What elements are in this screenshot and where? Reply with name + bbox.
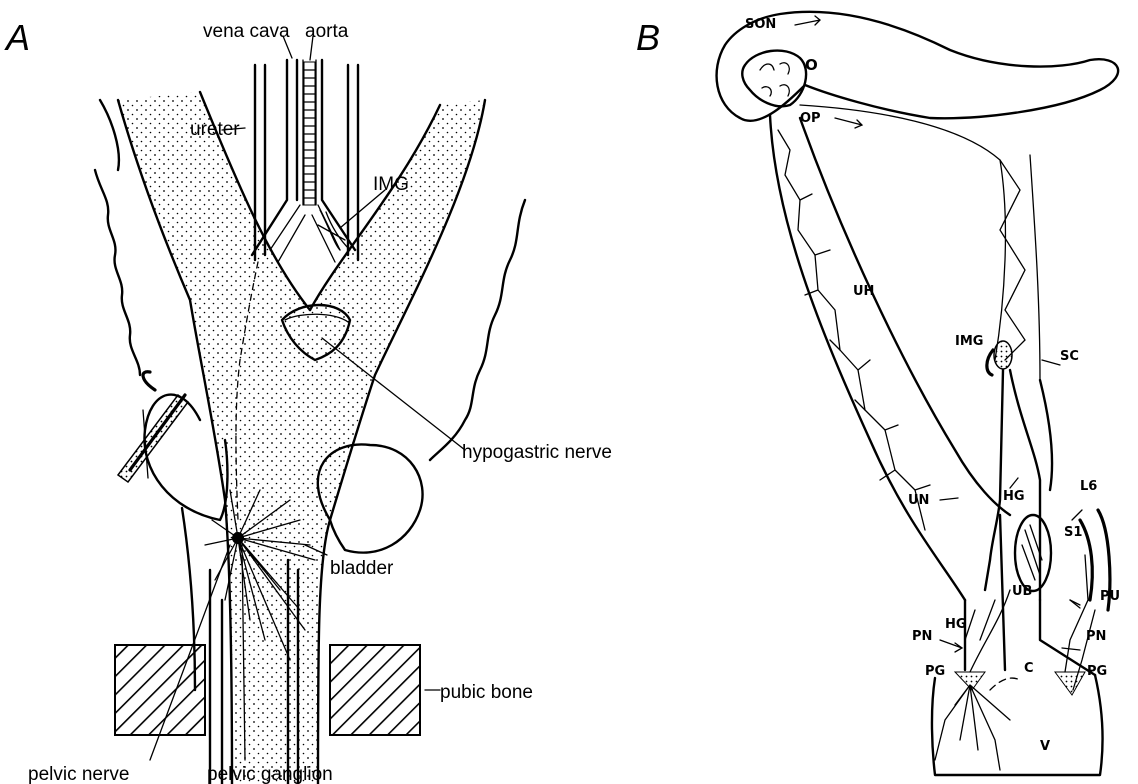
panel-b: B <box>636 12 1120 775</box>
label-o: O <box>805 56 818 74</box>
label-pubic-bone: pubic bone <box>440 682 533 703</box>
pubic-bone-right <box>330 645 420 735</box>
label-pelvic-nerve: pelvic nerve <box>28 764 129 784</box>
label-bladder: bladder <box>330 558 394 579</box>
label-pn-left: PN <box>912 629 932 644</box>
vagina <box>932 675 1103 775</box>
label-pn-right: PN <box>1086 629 1106 644</box>
label-ureter: ureter <box>190 119 240 140</box>
label-hg-left: HG <box>945 617 967 632</box>
label-img-b: IMG <box>955 334 983 349</box>
label-aorta: aorta <box>305 21 349 42</box>
label-hg-top: HG <box>1003 489 1025 504</box>
label-l6: L6 <box>1080 479 1097 494</box>
spinal-cord-outline <box>717 12 1119 121</box>
label-son: SON <box>745 17 776 32</box>
label-un: UN <box>908 493 929 508</box>
great-vessels <box>252 60 358 262</box>
label-img: IMG <box>373 174 409 195</box>
panel-b-letter: B <box>636 17 660 58</box>
label-pu: PU <box>1100 589 1120 604</box>
ovarian-plexus <box>800 105 1005 360</box>
label-s1: S1 <box>1064 525 1082 540</box>
label-pelvic-ganglion: pelvic ganglion <box>207 764 333 784</box>
panel-a-letter: A <box>4 17 30 58</box>
uterine-horn <box>770 115 965 600</box>
label-v: V <box>1040 739 1050 754</box>
label-op: OP <box>800 111 821 126</box>
label-vena-cava: vena cava <box>203 21 290 42</box>
label-sc: SC <box>1060 349 1079 364</box>
label-c: C <box>1024 661 1034 676</box>
label-hypogastric-nerve: hypogastric nerve <box>462 442 612 463</box>
left-wavy-line <box>95 170 140 375</box>
label-pg-left: PG <box>925 664 945 679</box>
label-pg-right: PG <box>1087 664 1107 679</box>
img-strands <box>318 210 350 250</box>
panel-a: A <box>4 17 612 784</box>
img-ganglion-b <box>994 341 1012 369</box>
pubic-bone-left <box>115 645 205 735</box>
label-ub: UB <box>1012 584 1032 599</box>
ovary <box>742 51 806 107</box>
pg-right <box>1055 672 1085 695</box>
right-wavy-line <box>430 200 525 460</box>
label-uh: UH <box>853 284 874 299</box>
